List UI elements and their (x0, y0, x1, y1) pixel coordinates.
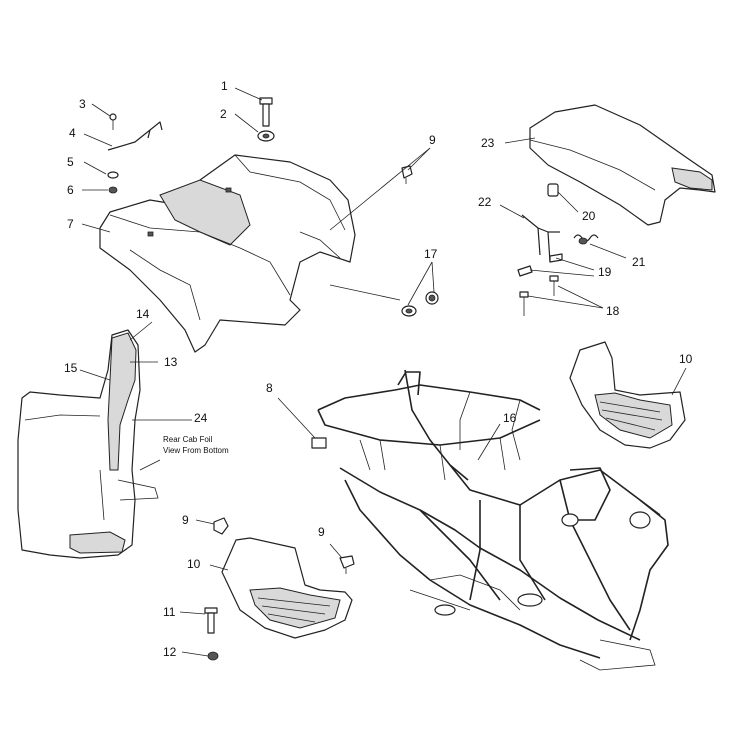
callout-5: 5 (67, 155, 74, 169)
part-tab-19 (517, 253, 563, 277)
part-screw-11 (204, 607, 218, 634)
callout-6: 6 (67, 183, 74, 197)
part-rod-4 (107, 121, 163, 151)
part-bolt-1 (259, 97, 273, 127)
part-washer-2 (257, 130, 275, 142)
part-decal-8 (311, 437, 327, 449)
part-clip-9-upper (401, 165, 413, 184)
part-latch-22 (521, 214, 560, 263)
callout-12: 12 (163, 645, 177, 659)
part-footwell-right-10 (569, 341, 686, 449)
part-spring-21 (573, 234, 599, 245)
part-pin-3 (109, 113, 117, 130)
callout-2: 2 (220, 107, 227, 121)
callout-16: 16 (503, 411, 517, 425)
part-nut-5 (107, 171, 119, 179)
callout-19: 19 (598, 265, 612, 279)
callout-17: 17 (424, 247, 438, 261)
callout-20: 20 (582, 209, 596, 223)
part-main-frame-16 (317, 369, 669, 671)
note-line-1: Rear Cab Foil (163, 435, 213, 444)
callout-13: 13 (164, 355, 178, 369)
callout-24: 24 (194, 411, 208, 425)
callout-21: 21 (632, 255, 646, 269)
callout-labels: 1 2 3 4 5 6 7 9 17 23 20 22 21 19 18 10 … (64, 79, 693, 659)
part-pin-18 (519, 275, 559, 316)
callout-1: 1 (221, 79, 228, 93)
part-rear-cab-panel (17, 329, 159, 559)
callout-4: 4 (69, 126, 76, 140)
note-line-2: View From Bottom (163, 446, 229, 455)
part-footwell-left-10 (221, 537, 353, 639)
callout-10-right: 10 (679, 352, 693, 366)
part-rear-fender-7 (99, 154, 356, 353)
callout-10-left: 10 (187, 557, 201, 571)
callout-22: 22 (478, 195, 492, 209)
part-washer-6 (108, 186, 118, 194)
callout-14: 14 (136, 307, 150, 321)
callout-3: 3 (79, 97, 86, 111)
part-clip-9-lower-left (213, 517, 229, 535)
callout-9-top: 9 (429, 133, 436, 147)
part-grommet-17 (401, 291, 439, 317)
part-clip-9-lower-middle (339, 555, 355, 574)
callout-18: 18 (606, 304, 620, 318)
part-nut-12 (207, 651, 219, 661)
callout-11: 11 (163, 605, 176, 619)
leader-lines (79, 87, 687, 657)
callout-8: 8 (266, 381, 273, 395)
part-seat-23 (529, 104, 716, 226)
callout-9-lower-middle: 9 (318, 525, 325, 539)
callout-15: 15 (64, 361, 78, 375)
callout-23: 23 (481, 136, 495, 150)
callout-9-lower-left: 9 (182, 513, 189, 527)
part-bumper-20 (547, 183, 559, 197)
callout-7: 7 (67, 217, 74, 231)
